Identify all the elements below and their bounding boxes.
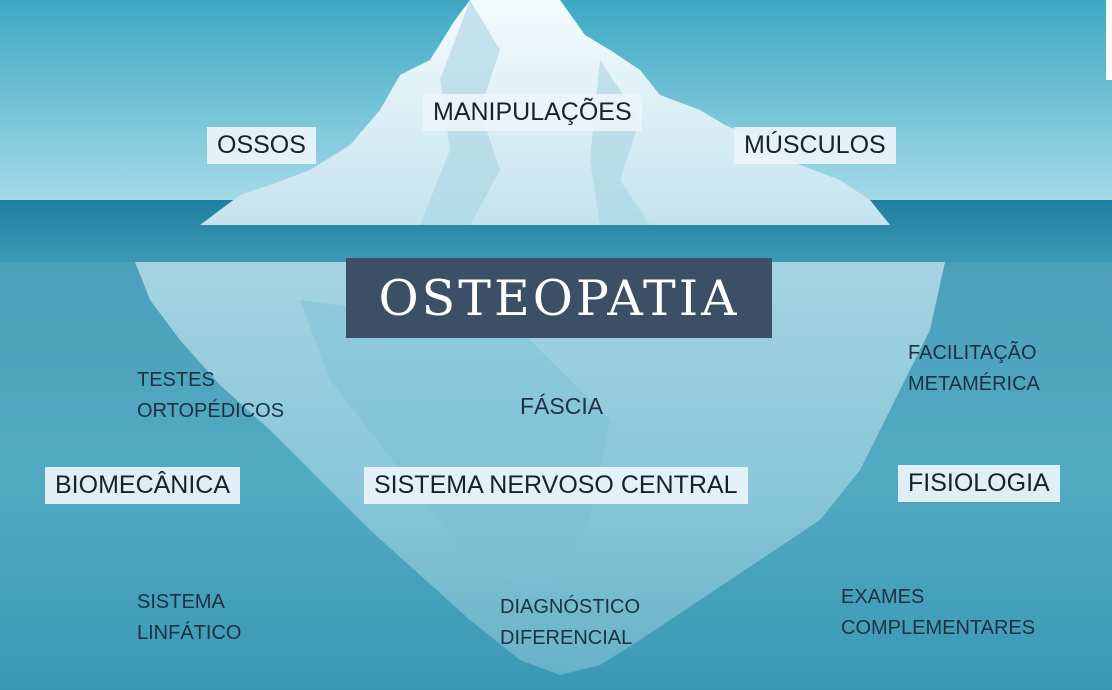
white-edge [1106, 0, 1112, 80]
label-facilitacao-line1: FACILITAÇÃO [908, 342, 1037, 364]
label-facilitacao-line2: METAMÉRICA [908, 373, 1040, 395]
label-testes-ortopedicos: TESTES ORTOPÉDICOS [137, 365, 284, 427]
label-fascia: FÁSCIA [520, 393, 604, 419]
label-fisiologia: FISIOLOGIA [898, 465, 1060, 502]
label-linfatico-line1: SISTEMA [137, 591, 225, 613]
label-exames-complementares: EXAMES COMPLEMENTARES [841, 582, 1035, 644]
label-facilitacao-metamerica: FACILITAÇÃO METAMÉRICA [908, 338, 1040, 400]
label-exames-line1: EXAMES [841, 586, 925, 608]
label-testes-line1: TESTES [137, 369, 215, 391]
label-manipulacoes: MANIPULAÇÕES [423, 94, 642, 131]
iceberg-above-shade [420, 0, 650, 225]
label-testes-line2: ORTOPÉDICOS [137, 400, 285, 422]
label-exames-line2: COMPLEMENTARES [841, 617, 1036, 639]
label-diagnostico-diferencial: DIAGNÓSTICO DIFERENCIAL [500, 592, 640, 654]
label-sistema-linfatico: SISTEMA LINFÁTICO [137, 587, 241, 649]
label-musculos: MÚSCULOS [734, 127, 896, 164]
iceberg-underwater-shade [300, 300, 610, 600]
page-title: OSTEOPATIA [346, 258, 772, 338]
label-ossos: OSSOS [207, 127, 316, 164]
label-linfatico-line2: LINFÁTICO [137, 622, 242, 644]
label-diagnostico-line1: DIAGNÓSTICO [500, 596, 641, 618]
label-diagnostico-line2: DIFERENCIAL [500, 627, 633, 649]
label-sistema-nervoso-central: SISTEMA NERVOSO CENTRAL [364, 467, 748, 504]
label-biomecanica: BIOMECÂNICA [45, 467, 241, 504]
